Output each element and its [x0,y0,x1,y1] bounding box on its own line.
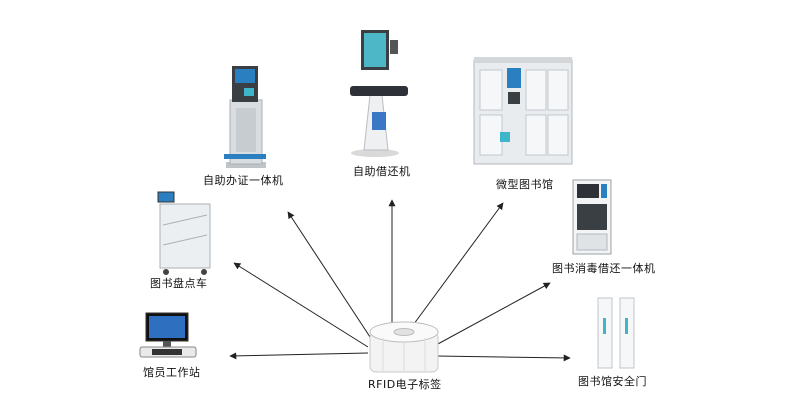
arrow-to-staff-workstation [229,352,369,360]
label-self-checkout: 自助借还机 [353,165,411,178]
self-checkout-image [350,30,408,157]
self-service-kiosk-image [224,66,266,168]
arrow-to-inventory-cart [233,262,369,348]
label-self-service-kiosk: 自助办证一体机 [203,174,284,187]
security-gate-image [597,297,635,369]
micro-library-image [473,57,573,165]
label-disinfect-machine: 图书消毒借还一体机 [552,262,656,275]
arrow-to-security-gate [435,354,571,362]
inventory-cart-image [157,191,211,275]
label-staff-workstation: 馆员工作站 [143,366,201,379]
connection-arrows [229,199,571,362]
label-inventory-cart: 图书盘点车 [150,277,208,290]
label-security-gate: 图书馆安全门 [578,375,647,388]
staff-workstation-image [139,312,197,358]
rfid-tag-roll-image [369,321,439,373]
disinfect-machine-image [572,179,612,255]
arrow-to-disinfect-machine [435,282,551,346]
arrow-to-self-service-kiosk [287,211,373,341]
label-micro-library: 微型图书馆 [496,178,554,191]
label-rfid-tag: RFID电子标签 [368,378,442,391]
arrow-to-micro-library [407,202,504,333]
